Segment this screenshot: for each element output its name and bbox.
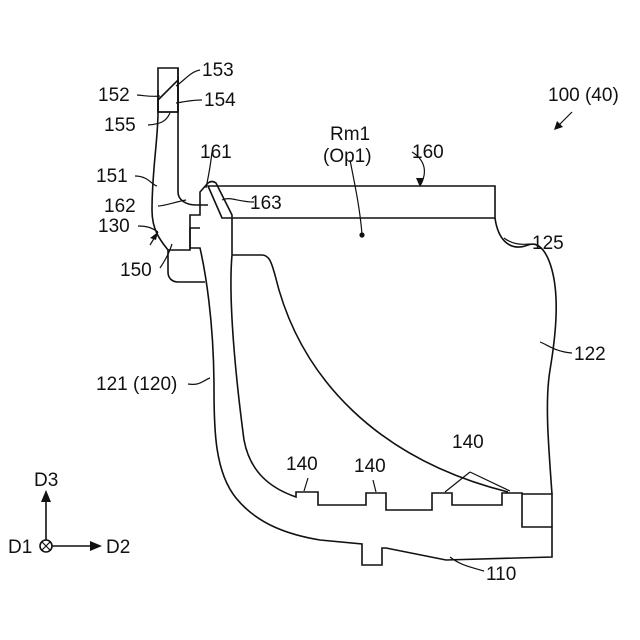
label-150: 150 [120, 260, 152, 281]
label-163: 163 [250, 193, 282, 214]
label-d2: D2 [106, 537, 130, 558]
bottom-step [522, 494, 552, 527]
label-160: 160 [412, 142, 444, 163]
label-153: 153 [202, 60, 234, 81]
label-d1: D1 [8, 537, 32, 558]
label-110: 110 [486, 564, 516, 585]
bowl-inner-wall-122 [495, 218, 556, 494]
label-d3: D3 [34, 470, 58, 491]
label-122: 122 [574, 344, 606, 365]
label-rm1: Rm1 [330, 124, 370, 145]
axis-d2-head [90, 541, 102, 551]
axis-d3-head [41, 490, 51, 502]
rib-140-lines [304, 472, 510, 492]
label-161: 161 [200, 142, 232, 163]
point-rm1 [359, 232, 364, 237]
label-125: 125 [532, 233, 564, 254]
label-140-a: 140 [286, 454, 318, 475]
label-100: 100 (40) [548, 85, 619, 106]
label-154: 154 [204, 90, 236, 111]
label-130: 130 [98, 216, 130, 237]
label-155: 155 [104, 115, 136, 136]
hinge-130 [168, 228, 200, 250]
wall-121 [190, 182, 552, 566]
label-140-c: 140 [452, 432, 484, 453]
handle-inner [178, 68, 208, 205]
label-op1: (Op1) [323, 146, 372, 167]
label-151: 151 [96, 166, 128, 187]
label-152: 152 [98, 85, 130, 106]
hatched-block-154 [158, 80, 178, 112]
axis-d1-cross [42, 542, 50, 550]
arrow-150-head [150, 232, 158, 240]
label-121: 121 (120) [96, 374, 177, 395]
label-162: 162 [104, 196, 136, 217]
label-140-b: 140 [354, 456, 386, 477]
